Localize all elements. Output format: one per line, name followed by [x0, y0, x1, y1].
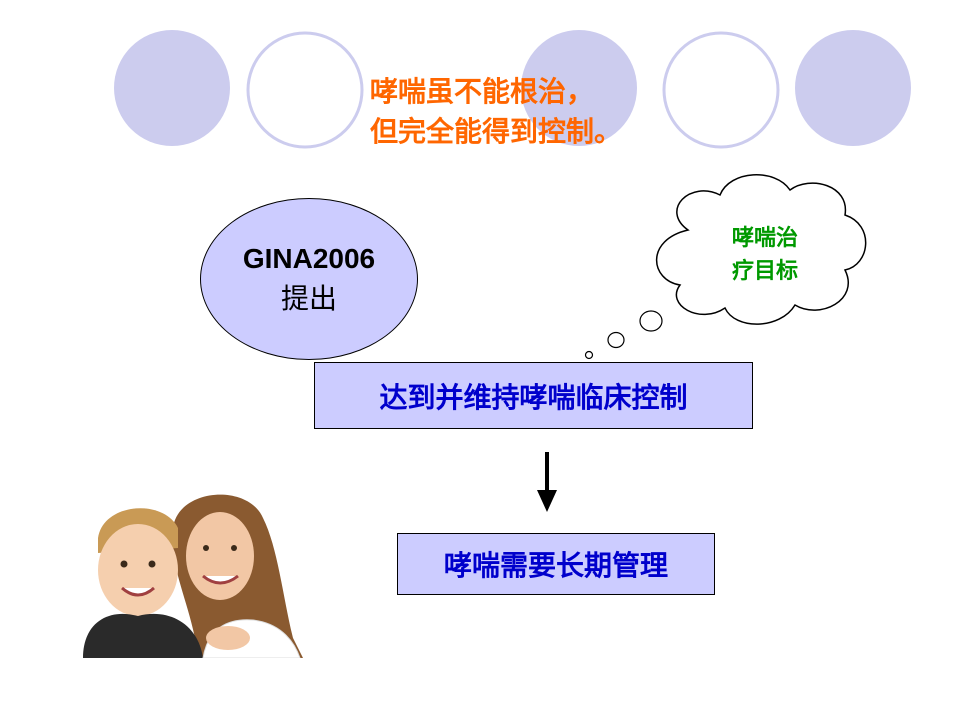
long-term-management-box: 哮喘需要长期管理: [397, 533, 715, 595]
thought-bubble-small: [584, 350, 594, 360]
deco-circle-4: [662, 31, 780, 149]
thought-bubble-medium: [607, 331, 625, 349]
control-goal-text: 达到并维持哮喘临床控制: [379, 380, 688, 414]
mother-eye-right: [231, 545, 237, 551]
child-hand: [206, 626, 250, 650]
deco-circle-1: [114, 30, 230, 146]
child-smile: [121, 586, 155, 597]
child-eye-right: [148, 560, 156, 568]
title-line-1: 哮喘虽不能根治，: [370, 75, 595, 108]
gina-label: GINA2006: [242, 243, 376, 274]
thought-cloud: [655, 174, 867, 325]
control-goal-box: 达到并维持哮喘临床控制: [314, 362, 753, 429]
deco-circle-3: [521, 30, 637, 146]
mother-child-photo: [83, 494, 303, 658]
cloud-line-1: 哮喘治: [731, 226, 798, 251]
gina-ellipse: GINA2006 提出: [200, 198, 418, 360]
cloud-text: 哮喘治 疗目标: [690, 222, 840, 288]
deco-circle-2: [246, 31, 364, 149]
deco-circle-5: [795, 30, 911, 146]
title-line-2: 但完全能得到控制。: [370, 115, 623, 148]
long-term-management-text: 哮喘需要长期管理: [443, 549, 668, 582]
mother-smile: [202, 574, 239, 585]
slide-title: 哮喘虽不能根治， 但完全能得到控制。: [370, 72, 622, 152]
child-face: [98, 524, 178, 616]
mother-face: [186, 512, 254, 600]
thought-bubble-large: [639, 310, 663, 332]
mother-eye-left: [203, 545, 209, 551]
child-eye-left: [120, 560, 128, 568]
child-shirt: [83, 613, 203, 658]
down-arrow-head: [537, 490, 557, 512]
gina-sub-label: 提出: [280, 282, 337, 315]
cloud-line-2: 疗目标: [731, 259, 798, 284]
